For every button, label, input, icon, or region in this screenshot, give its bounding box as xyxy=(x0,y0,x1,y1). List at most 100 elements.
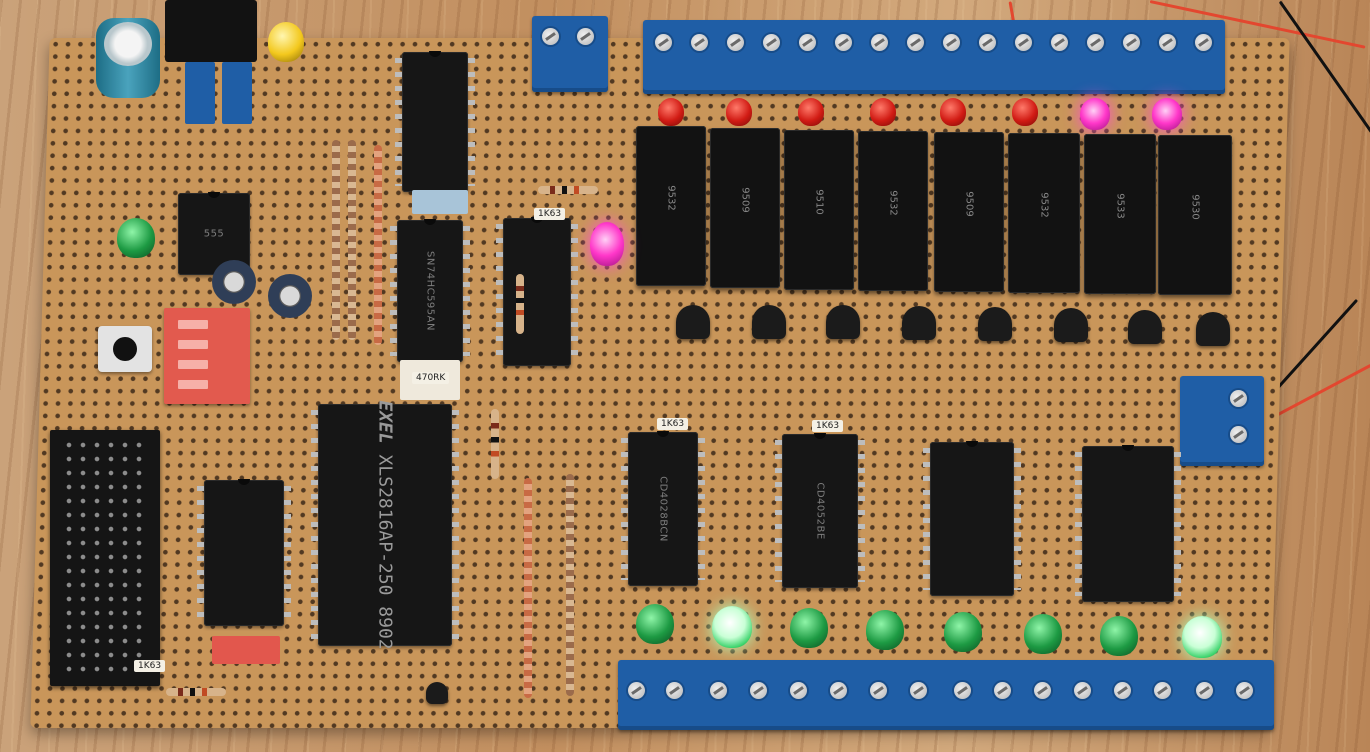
eeprom-marking: EXEL XLS2816AP-250 8902 xyxy=(375,400,396,649)
dip-switch-block[interactable] xyxy=(164,308,250,404)
side-terminal-block[interactable] xyxy=(1180,376,1264,466)
output-led-8-lit xyxy=(1182,616,1222,658)
terminal-screw xyxy=(763,34,780,51)
terminal-screw xyxy=(870,682,887,699)
top-dip-ic xyxy=(395,51,475,192)
eeprom-chip: EXEL XLS2816AP-250 8902 xyxy=(311,400,459,650)
resistor-tag: 1K63 xyxy=(134,660,166,672)
driver-transistor xyxy=(752,305,786,339)
resistor-column xyxy=(524,478,532,698)
terminal-screw xyxy=(1123,34,1140,51)
push-button[interactable] xyxy=(98,326,152,372)
ic-notch xyxy=(657,431,669,437)
driver-transistor xyxy=(1128,310,1162,344)
terminal-screw xyxy=(542,28,559,45)
dip-switch-lever[interactable] xyxy=(178,340,208,349)
relay-5: 9509 xyxy=(934,132,1004,292)
push-button-cap[interactable] xyxy=(113,337,137,361)
terminal-screw xyxy=(655,34,672,51)
terminal-screw xyxy=(907,34,924,51)
ic-pins xyxy=(775,440,782,582)
driver-transistor xyxy=(978,307,1012,341)
terminal-screw xyxy=(830,682,847,699)
timer-marking: 555 xyxy=(203,228,225,240)
eeprom-part: XLS2816AP-250 xyxy=(374,454,396,596)
electrolytic-capacitor-small xyxy=(268,274,312,318)
relay-marking: 9532 xyxy=(887,190,899,216)
input-terminal-strip[interactable] xyxy=(618,660,1274,730)
ic-pins xyxy=(197,486,204,620)
output-led-7 xyxy=(1100,616,1138,656)
ic-pins xyxy=(923,448,930,590)
dip-switch-lever[interactable] xyxy=(178,360,208,369)
terminal-screw xyxy=(835,34,852,51)
terminal-screw xyxy=(1196,682,1213,699)
ic-pins xyxy=(284,486,291,620)
dip-switch-lever[interactable] xyxy=(178,320,208,329)
blue-capacitor-1 xyxy=(185,62,215,124)
electrolytic-capacitor-small xyxy=(212,260,256,304)
terminal-screw xyxy=(1159,34,1176,51)
power-led xyxy=(117,218,155,258)
relay-status-led-lit xyxy=(1152,98,1182,130)
resistor-column xyxy=(332,140,340,340)
resistor-column xyxy=(374,145,382,345)
dip-switch-lever[interactable] xyxy=(178,380,208,389)
yellow-led xyxy=(268,22,304,62)
resistor-tag: 1K63 xyxy=(657,418,689,430)
ic-notch xyxy=(531,217,543,223)
ic-notch xyxy=(424,219,436,225)
small-capacitor xyxy=(412,190,468,214)
relay-marking: 9509 xyxy=(739,187,751,213)
ic-notch xyxy=(429,51,441,57)
terminal-screw xyxy=(799,34,816,51)
pink-status-led xyxy=(590,222,624,266)
terminal-screw xyxy=(1154,682,1171,699)
ic-notch xyxy=(238,479,250,485)
relay-marking: 9532 xyxy=(665,185,677,211)
resistor-column xyxy=(566,474,574,696)
idc-header-connector[interactable] xyxy=(50,430,160,686)
ic-pins xyxy=(463,226,470,356)
resistor xyxy=(538,186,598,194)
resistor-column xyxy=(348,140,356,340)
relay-marking: 9510 xyxy=(813,189,825,215)
relay-status-led xyxy=(940,98,966,126)
relay-marking: 9533 xyxy=(1114,193,1126,219)
relay-status-led-lit xyxy=(1080,98,1110,130)
ic-notch xyxy=(814,433,826,439)
ic-pins xyxy=(1075,452,1082,596)
ic-pins xyxy=(452,410,459,640)
driver-transistor xyxy=(676,305,710,339)
terminal-screw xyxy=(954,682,971,699)
optocoupler-ic-2 xyxy=(1075,445,1181,602)
driver-transistor xyxy=(902,306,936,340)
shift-register-ic: SN74HC595AN xyxy=(390,219,470,362)
terminal-screw xyxy=(1074,682,1091,699)
terminal-screw xyxy=(994,682,1011,699)
relay-output-terminal-strip[interactable] xyxy=(643,20,1225,94)
resistor xyxy=(491,409,499,479)
relay-6: 9532 xyxy=(1008,133,1080,293)
relay-1: 9532 xyxy=(636,126,706,286)
terminal-screw xyxy=(1114,682,1131,699)
optocoupler-ic-1 xyxy=(923,441,1021,596)
terminal-screw xyxy=(979,34,996,51)
terminal-screw xyxy=(1230,390,1247,407)
relay-8: 9530 xyxy=(1158,135,1232,295)
terminal-screw xyxy=(628,682,645,699)
blue-capacitor-2 xyxy=(222,62,252,124)
relay-marking: 9530 xyxy=(1189,194,1201,220)
ic-pins xyxy=(468,58,475,186)
ic-pins xyxy=(496,224,503,360)
middle-dip-ic xyxy=(496,217,578,366)
cd4028-marking: CD4028BCN xyxy=(657,476,669,542)
output-led-5 xyxy=(944,612,982,652)
terminal-screw xyxy=(666,682,683,699)
relay-4: 9532 xyxy=(858,131,928,291)
ic-pins xyxy=(1014,448,1021,590)
ic-pins xyxy=(311,410,318,640)
mux-ic-cd4052: CD4052BE xyxy=(775,433,865,588)
relay-status-led xyxy=(870,98,896,126)
power-terminal-block xyxy=(532,16,608,92)
